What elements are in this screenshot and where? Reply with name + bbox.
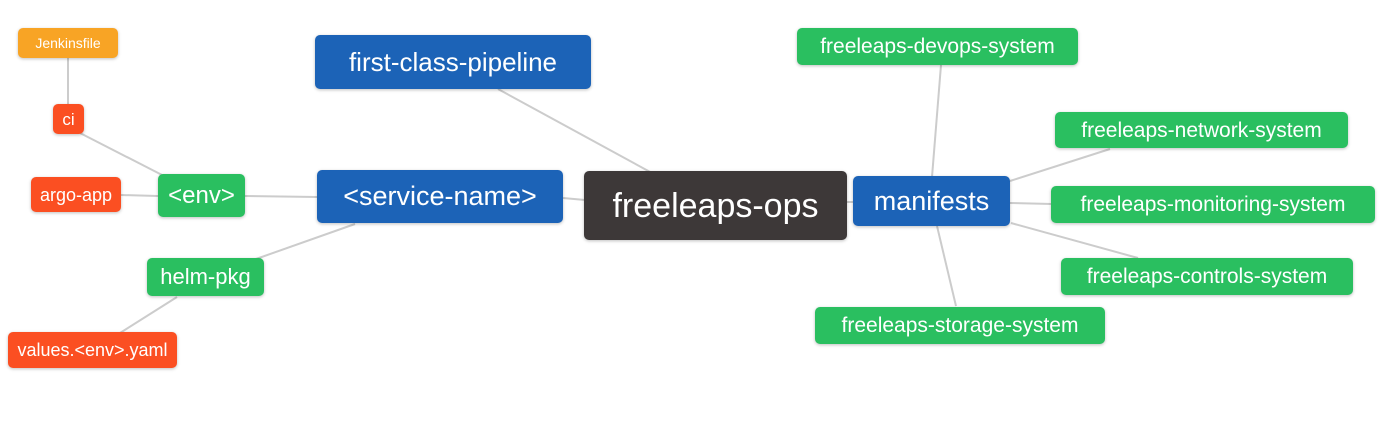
node-manifests[interactable]: manifests — [853, 176, 1010, 226]
node-first-class-pipeline[interactable]: first-class-pipeline — [315, 35, 591, 89]
edge-argo-app-env — [120, 194, 159, 197]
node-helm-pkg[interactable]: helm-pkg — [147, 258, 264, 296]
node-values-env-yaml[interactable]: values.<env>.yaml — [8, 332, 177, 368]
edge-manifests-freeleaps-monitoring-system — [1009, 202, 1053, 205]
edge-manifests-freeleaps-controls-system — [1010, 222, 1139, 259]
node-freeleaps-storage-system[interactable]: freeleaps-storage-system — [815, 307, 1105, 344]
edge-manifests-freeleaps-network-system — [1009, 148, 1111, 182]
edge-env-service-name — [244, 195, 318, 198]
node-freeleaps-devops-system[interactable]: freeleaps-devops-system — [797, 28, 1078, 65]
edge-service-name-freeleaps-ops — [562, 197, 586, 201]
node-freeleaps-ops[interactable]: freeleaps-ops — [584, 171, 847, 240]
edge-manifests-freeleaps-storage-system — [936, 225, 957, 307]
edge-helm-pkg-service-name — [255, 223, 356, 260]
edge-first-class-pipeline-freeleaps-ops — [497, 88, 653, 174]
edge-values-env-yaml-helm-pkg — [119, 296, 178, 334]
node-argo-app[interactable]: argo-app — [31, 177, 121, 212]
node-env[interactable]: <env> — [158, 174, 245, 217]
node-service-name[interactable]: <service-name> — [317, 170, 563, 223]
node-freeleaps-monitoring-system[interactable]: freeleaps-monitoring-system — [1051, 186, 1375, 223]
edge-ci-env — [79, 132, 165, 177]
node-ci[interactable]: ci — [53, 104, 84, 134]
edge-manifests-freeleaps-devops-system — [931, 64, 942, 178]
node-freeleaps-controls-system[interactable]: freeleaps-controls-system — [1061, 258, 1353, 295]
node-jenkinsfile[interactable]: Jenkinsfile — [18, 28, 118, 58]
node-freeleaps-network-system[interactable]: freeleaps-network-system — [1055, 112, 1348, 148]
